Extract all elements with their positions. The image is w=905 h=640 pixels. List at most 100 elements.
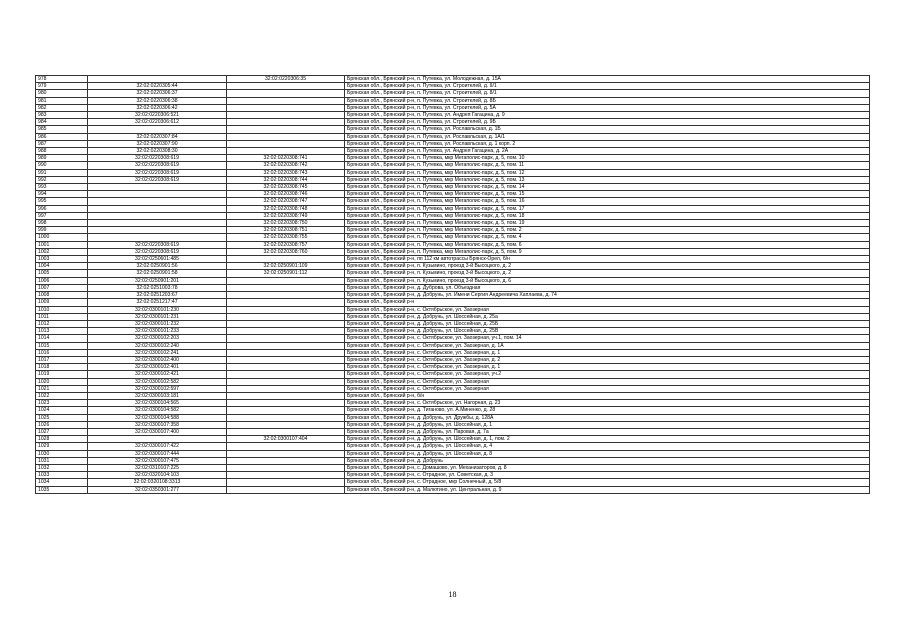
object-number-cell: 32:02:0250901:109 xyxy=(226,262,345,271)
object-number-cell xyxy=(226,147,345,156)
address-cell: Брянская обл., Брянский р-н, с. Октябрьс… xyxy=(344,377,870,386)
address-cell: Брянская обл., Брянский р-н, п. Путевка,… xyxy=(344,190,870,199)
address-cell: Брянская обл., Брянский р-н, с. Октябрьс… xyxy=(344,384,870,393)
object-number-cell: 32:02:0220308:747 xyxy=(226,197,345,206)
address-cell: Брянская обл., Брянский р-н, д. Добрунь,… xyxy=(344,427,870,437)
row-number-cell: 1019 xyxy=(35,370,88,379)
parcel-number-cell xyxy=(87,190,227,199)
address-cell: Брянская обл., Брянский р-н, д. Тиганово… xyxy=(344,406,870,415)
row-number-cell: 1020 xyxy=(35,377,88,386)
parcel-number-cell xyxy=(87,125,227,134)
row-number-cell: 1001 xyxy=(35,240,88,249)
parcel-number-cell: 32:02:0251003:78 xyxy=(87,283,227,293)
object-number-cell xyxy=(226,118,345,127)
parcel-number-cell: 32:02:0220308:619 xyxy=(87,240,227,249)
object-number-cell: 32:02:0220308:749 xyxy=(226,211,345,221)
parcel-number-cell xyxy=(87,226,227,235)
object-number-cell: 32:02:0220308:743 xyxy=(226,168,345,177)
address-cell: Брянская обл., Брянский р-н, с. Октябрьс… xyxy=(344,341,870,350)
parcel-number-cell: 32:02:0320104:103 xyxy=(87,471,227,480)
object-number-cell xyxy=(226,255,345,264)
address-cell: Брянская обл., Брянский р-н, д. Добрунь,… xyxy=(344,449,870,458)
parcel-number-cell: 32:02:0300103:181 xyxy=(87,391,227,401)
row-number-cell: 1012 xyxy=(35,319,88,329)
object-number-cell xyxy=(226,334,345,343)
parcel-number-cell: 32:02:0300104:582 xyxy=(87,406,227,415)
object-number-cell xyxy=(226,384,345,393)
address-cell: Брянская обл., Брянский р-н, п. Путевка,… xyxy=(344,168,870,177)
address-cell: Брянская обл., Брянский р-н, п. Путевка,… xyxy=(344,197,870,206)
address-cell: Брянская обл., Брянский р-н, п. Путевка,… xyxy=(344,96,870,105)
row-number-cell: 996 xyxy=(35,204,88,213)
address-cell: Брянская обл., Брянский р-н, д. Добрунь xyxy=(344,456,870,465)
row-number-cell: 997 xyxy=(35,211,88,221)
parcel-number-cell: 32:02:0250901:56 xyxy=(87,262,227,271)
address-cell: Брянская обл., Брянский р-н, с. Октябрьс… xyxy=(344,334,870,343)
address-cell: Брянская обл., Брянский р-н, д. Добрунь,… xyxy=(344,312,870,321)
parcel-number-cell: 32:02:0250901:201 xyxy=(87,276,227,285)
address-cell: Брянская обл., Брянский р-н, п. Путевка,… xyxy=(344,118,870,127)
object-number-cell xyxy=(226,348,345,357)
row-number-cell: 1025 xyxy=(35,413,88,422)
parcel-number-cell: 32:02:0300102:240 xyxy=(87,341,227,350)
object-number-cell xyxy=(226,442,345,451)
object-number-cell xyxy=(226,312,345,321)
address-cell: Брянская обл., Брянский р-н, д. Добрунь,… xyxy=(344,442,870,451)
row-number-cell: 1031 xyxy=(35,456,88,465)
address-cell: Брянская обл., Брянский р-н, с. Домашово… xyxy=(344,463,870,473)
address-cell: Брянская обл., Брянский р-н, п. Путевка,… xyxy=(344,147,870,156)
row-number-cell: 1029 xyxy=(35,442,88,451)
object-number-cell xyxy=(226,276,345,285)
parcel-number-cell: 32:02:0300102:203 xyxy=(87,334,227,343)
address-cell: Брянская обл., Брянский р-н, п. Путевка,… xyxy=(344,219,870,228)
row-number-cell: 987 xyxy=(35,139,88,149)
row-number-cell: 1014 xyxy=(35,334,88,343)
object-number-cell xyxy=(226,449,345,458)
row-number-cell: 1023 xyxy=(35,399,88,408)
row-number-cell: 985 xyxy=(35,125,88,134)
row-number-cell: 991 xyxy=(35,168,88,177)
address-cell: Брянская обл., Брянский р-н, п. Кузьмино… xyxy=(344,262,870,271)
object-number-cell xyxy=(226,283,345,293)
parcel-number-cell: 32:02:0220308:619 xyxy=(87,161,227,170)
address-cell: Брянская обл., Брянский р-н, п. Путевка,… xyxy=(344,233,870,242)
row-number-cell: 980 xyxy=(35,89,88,98)
object-number-cell xyxy=(226,327,345,336)
row-number-cell: 992 xyxy=(35,175,88,185)
address-cell: Брянская обл., Брянский р-н, п. Путевка,… xyxy=(344,125,870,134)
parcel-number-cell: 32:02:0300107:400 xyxy=(87,427,227,437)
object-number-cell: 32:02:0300107:404 xyxy=(226,435,345,444)
address-cell: Брянская обл., Брянский р-н, п. Кузьмино… xyxy=(344,276,870,285)
parcel-number-cell: 32:02:0220308:619 xyxy=(87,168,227,177)
address-cell: Брянская обл., Брянский р-н, п. Путевка,… xyxy=(344,82,870,91)
address-cell: Брянская обл., Брянский р-н, с. Октябрьс… xyxy=(344,305,870,314)
row-number-cell: 994 xyxy=(35,190,88,199)
object-number-cell xyxy=(226,391,345,401)
object-number-cell xyxy=(226,132,345,141)
parcel-number-cell: 32:02:0300107:475 xyxy=(87,456,227,465)
row-number-cell: 982 xyxy=(35,103,88,113)
parcel-number-cell: 32:02:0250601:485 xyxy=(87,255,227,264)
row-number-cell: 1026 xyxy=(35,420,88,429)
